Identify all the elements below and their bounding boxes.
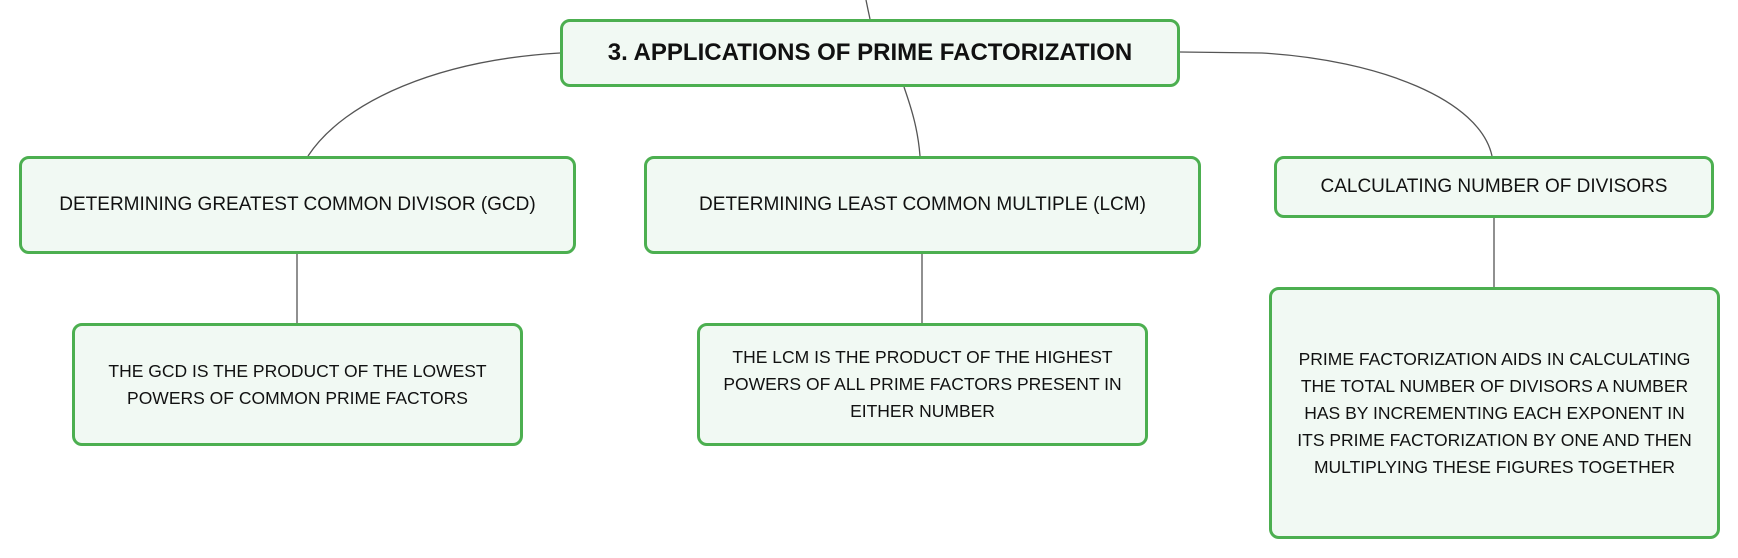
leaf-node-divisors: PRIME FACTORIZATION AIDS IN CALCULATING … xyxy=(1269,287,1720,539)
root-node: 3. APPLICATIONS OF PRIME FACTORIZATION xyxy=(560,19,1180,87)
branch-node-lcm: DETERMINING LEAST COMMON MULTIPLE (LCM) xyxy=(644,156,1201,254)
branch-node-divisors: CALCULATING NUMBER OF DIVISORS xyxy=(1274,156,1714,218)
leaf-node-gcd-text: THE GCD IS THE PRODUCT OF THE LOWEST POW… xyxy=(108,360,487,408)
connector-root-to-gcd xyxy=(307,52,561,157)
branch-node-gcd: DETERMINING GREATEST COMMON DIVISOR (GCD… xyxy=(19,156,576,254)
branch-node-divisors-label: CALCULATING NUMBER OF DIVISORS xyxy=(1320,176,1668,197)
leaf-node-lcm: THE LCM IS THE PRODUCT OF THE HIGHEST PO… xyxy=(697,323,1148,446)
leaf-node-gcd: THE GCD IS THE PRODUCT OF THE LOWEST POW… xyxy=(72,323,523,446)
connector-parent-to-root xyxy=(865,0,871,20)
root-node-label: 3. APPLICATIONS OF PRIME FACTORIZATION xyxy=(607,39,1133,66)
leaf-node-lcm-text: THE LCM IS THE PRODUCT OF THE HIGHEST PO… xyxy=(723,347,1122,421)
branch-node-gcd-label: DETERMINING GREATEST COMMON DIVISOR (GCD… xyxy=(59,194,536,215)
branch-node-lcm-label: DETERMINING LEAST COMMON MULTIPLE (LCM) xyxy=(699,194,1146,215)
connector-root-to-divisors xyxy=(1179,51,1493,157)
leaf-node-divisors-text: PRIME FACTORIZATION AIDS IN CALCULATING … xyxy=(1297,348,1692,477)
connector-root-to-lcm xyxy=(903,86,921,157)
